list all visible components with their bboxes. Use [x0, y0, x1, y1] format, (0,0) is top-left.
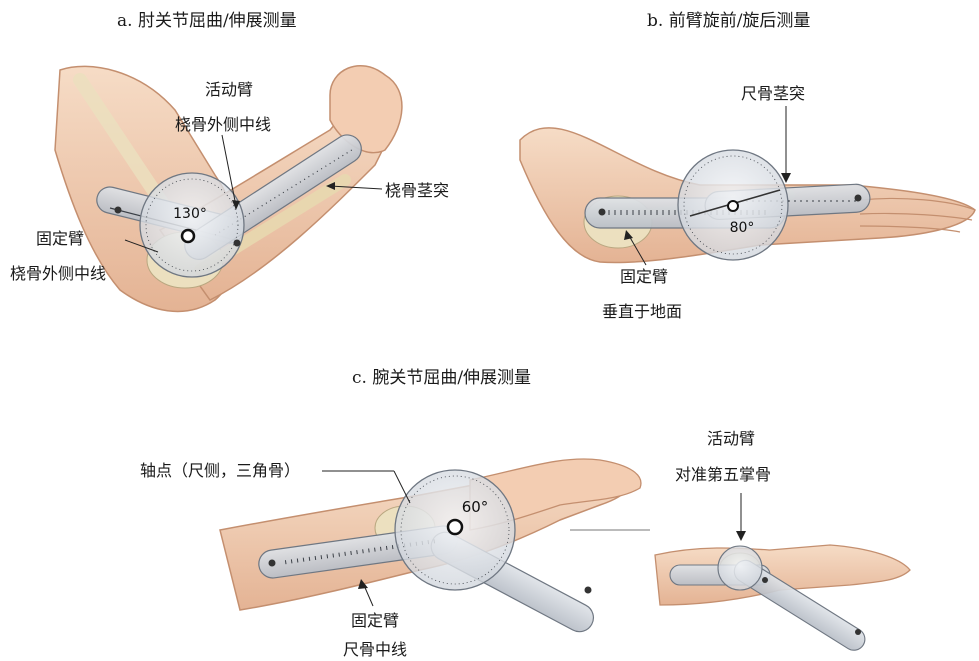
marker-dot-a1 — [115, 207, 122, 214]
panel-c-title: c. 腕关节屈曲/伸展测量 — [352, 368, 531, 388]
panel-c-wrist: 60° — [220, 459, 650, 637]
angle-label-a: 130° — [173, 206, 207, 222]
leader-arrow-inset — [736, 531, 746, 541]
angle-label-b: 80° — [730, 220, 755, 236]
marker-dot-a2 — [234, 240, 241, 247]
marker-dot-b2 — [855, 195, 862, 202]
moving-arm-label-c: 活动臂 — [707, 429, 755, 449]
moving-arm-label-a: 活动臂 — [205, 80, 253, 100]
fixed-arm-label-c: 固定臂 — [351, 611, 399, 631]
moving-arm-ref-a: 桡骨外侧中线 — [175, 115, 271, 135]
marker-dot-c1 — [269, 560, 276, 567]
fixed-arm-ref-c: 尺骨中线 — [343, 640, 407, 660]
fixed-arm-ref-b: 垂直于地面 — [602, 302, 682, 322]
marker-dot-inset1 — [762, 577, 768, 583]
fixed-arm-label-a: 固定臂 — [36, 229, 84, 249]
marker-dot-c2 — [585, 587, 592, 594]
axis-pivot-b — [728, 201, 738, 211]
landmark-label-a: 桡骨茎突 — [385, 181, 449, 201]
marker-dot-inset2 — [855, 629, 861, 635]
axis-pivot-c — [448, 520, 462, 534]
angle-label-c: 60° — [462, 498, 489, 516]
fixed-arm-label-b: 固定臂 — [620, 267, 668, 287]
landmark-label-b: 尺骨茎突 — [741, 84, 805, 104]
marker-dot-b1 — [599, 209, 606, 216]
panel-b-forearm: 80° — [520, 106, 975, 265]
panel-a-elbow: 130° — [55, 66, 402, 312]
panel-a-title: a. 肘关节屈曲/伸展测量 — [117, 11, 297, 31]
panel-b-title: b. 前臂旋前/旋后测量 — [647, 11, 810, 31]
panel-c-inset — [655, 493, 910, 654]
axis-pivot-a — [182, 230, 194, 242]
dial-a — [140, 173, 244, 277]
fixed-arm-ref-a: 桡骨外侧中线 — [10, 264, 106, 284]
moving-arm-ref-c: 对准第五掌骨 — [675, 465, 771, 485]
dial-inset — [718, 546, 762, 590]
axis-label-c: 轴点（尺侧，三角骨） — [140, 461, 300, 481]
